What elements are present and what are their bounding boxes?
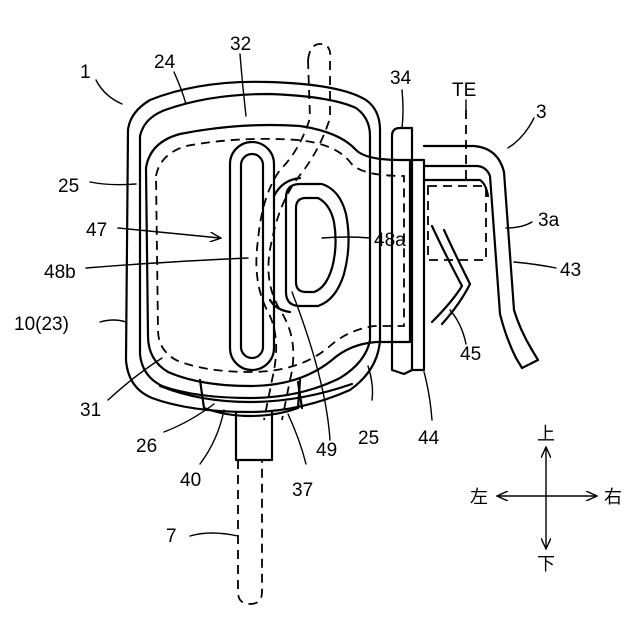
label-48b: 48b [44,262,76,283]
leader-7 [190,533,238,536]
label-26: 26 [136,436,157,457]
leader-48a [322,237,370,238]
direction-indicator: 上 下 左 右 [470,424,622,575]
leader-40 [200,410,224,464]
label-1: 1 [80,62,91,83]
label-47: 47 [86,220,107,241]
leader-10 [100,320,126,322]
label-37: 37 [292,480,313,501]
label-3: 3 [536,102,547,123]
label-10: 10(23) [14,314,69,335]
label-7: 7 [166,526,177,547]
direction-down-label: 下 [537,554,555,575]
leader-37 [288,414,306,464]
leader-48b [86,258,248,268]
leader-24 [174,72,186,104]
label-25b: 25 [358,428,379,449]
leader-43 [514,262,556,268]
leader-34 [402,90,403,128]
label-34: 34 [390,68,412,89]
label-40: 40 [180,470,201,491]
leader-3a [506,222,532,228]
clip-3-lower [424,180,488,196]
label-24: 24 [154,52,176,73]
leader-44 [424,372,432,420]
rope-lower [238,460,262,604]
label-25a: 25 [58,176,79,197]
housing-dashed-inner [156,139,404,372]
label-49: 49 [316,440,337,461]
d-ring-48a-inner [296,198,336,292]
leader-1 [96,80,122,104]
label-48a: 48a [374,230,406,251]
label-3a: 3a [538,210,560,231]
label-45: 45 [460,344,481,365]
label-31: 31 [80,400,101,421]
spring-45 [432,226,470,324]
label-44: 44 [418,428,440,449]
leader-32 [240,54,246,116]
rope-upper [268,44,330,420]
bracket-44 [412,160,424,370]
label-te: TE [452,80,476,101]
direction-right-label: 右 [604,487,622,508]
rope-stub [236,412,272,460]
leader-45 [450,310,466,344]
direction-left-label: 左 [470,487,488,508]
leader-47 [118,228,220,238]
leader-3 [508,118,534,148]
slot-48b-inner [241,154,263,358]
slot-48b-outer [230,142,274,370]
body-outer-shell [126,82,380,412]
label-32: 32 [230,34,251,55]
label-43: 43 [560,260,581,281]
leader-31 [108,358,162,400]
direction-up-label: 上 [537,424,555,445]
leader-25a [90,182,136,185]
